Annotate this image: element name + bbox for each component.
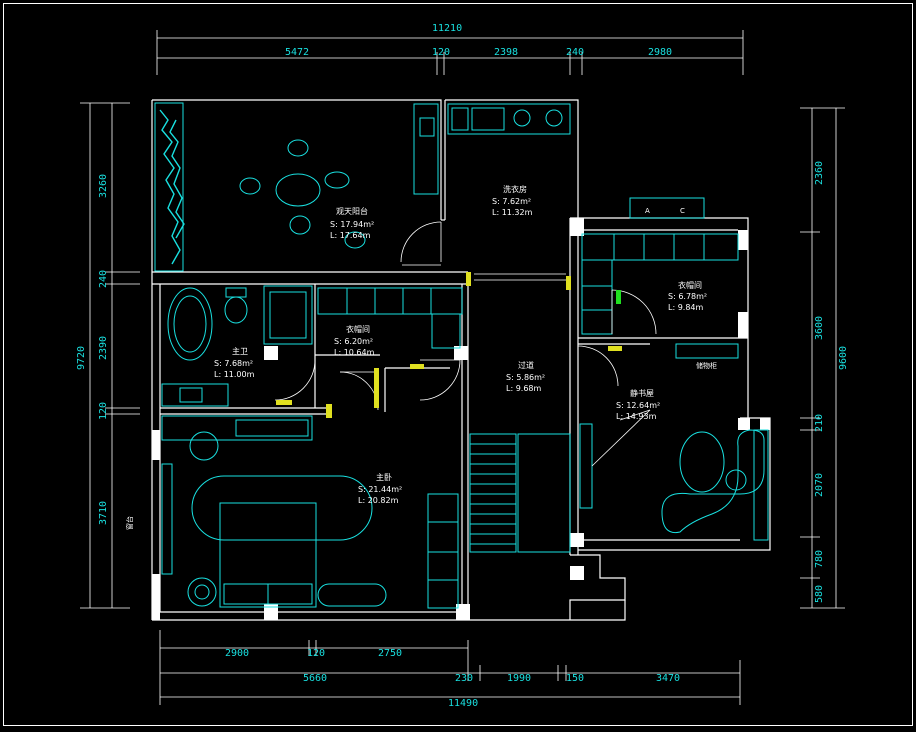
room-name-closet-right: 衣帽间 bbox=[678, 280, 702, 290]
dim-right-seg: 2070 bbox=[814, 473, 825, 497]
room-perim-balcony: L: 17.64m bbox=[330, 231, 371, 240]
dim-right-seg: 2360 bbox=[814, 161, 825, 185]
dim-top-seg: 5472 bbox=[285, 47, 309, 58]
furniture bbox=[154, 102, 769, 609]
dim-left-seg: 2390 bbox=[98, 336, 109, 360]
dim-top-seg: 2398 bbox=[494, 47, 518, 58]
dim-top-seg: 2980 bbox=[648, 47, 672, 58]
planter-foliage bbox=[159, 109, 185, 265]
storage-label: 储物柜 bbox=[696, 361, 717, 370]
room-area-hall: S: 5.86m² bbox=[506, 373, 545, 382]
dim-bottom-row1: 120 bbox=[307, 648, 325, 659]
dim-bottom-total: 11490 bbox=[448, 698, 478, 709]
dim-left-total: 9720 bbox=[76, 346, 87, 370]
room-perim-master: L: 20.82m bbox=[358, 496, 399, 505]
dim-right-seg: 780 bbox=[814, 550, 825, 568]
side-label: 窗台 bbox=[125, 516, 134, 530]
room-area-laundry: S: 7.62m² bbox=[492, 197, 531, 206]
right-dimension-chain bbox=[800, 107, 845, 609]
dim-top-seg: 240 bbox=[566, 47, 584, 58]
ac-label-a: A bbox=[645, 207, 650, 215]
dim-right-seg: 580 bbox=[814, 585, 825, 603]
dim-bottom-row2: 3470 bbox=[656, 673, 680, 684]
room-area-bath: S: 7.68m² bbox=[214, 359, 253, 368]
dim-left-seg: 240 bbox=[98, 270, 109, 288]
room-name-closet-master: 衣帽间 bbox=[346, 324, 370, 334]
dim-bottom-row2: 230 bbox=[455, 673, 473, 684]
room-area-master: S: 21.44m² bbox=[358, 485, 402, 494]
room-area-closet-right: S: 6.78m² bbox=[668, 292, 707, 301]
room-name-study: 静书屋 bbox=[630, 388, 654, 398]
dim-bottom-row1: 2750 bbox=[378, 648, 402, 659]
room-area-closet-master: S: 6.20m² bbox=[334, 337, 373, 346]
dim-top-seg: 120 bbox=[432, 47, 450, 58]
room-area-balcony: S: 17.94m² bbox=[330, 220, 374, 229]
left-dimension-chain bbox=[80, 102, 140, 609]
room-perim-bath: L: 11.00m bbox=[214, 370, 255, 379]
room-name-hall: 过道 bbox=[518, 360, 534, 370]
dim-right-seg: 3600 bbox=[814, 316, 825, 340]
room-name-laundry: 洗衣房 bbox=[503, 184, 527, 194]
column-blocks bbox=[152, 218, 770, 620]
room-perim-laundry: L: 11.32m bbox=[492, 208, 533, 217]
room-perim-closet-master: L: 10.64m bbox=[334, 348, 375, 357]
dim-bottom-row2: 150 bbox=[566, 673, 584, 684]
bottom-dimension-chain bbox=[159, 630, 741, 705]
dim-top-total: 11210 bbox=[432, 23, 462, 34]
dim-bottom-row2: 5660 bbox=[303, 673, 327, 684]
dim-right-seg: 210 bbox=[814, 414, 825, 432]
sheet-border bbox=[3, 3, 913, 726]
ac-label-c: C bbox=[680, 207, 685, 215]
room-perim-closet-right: L: 9.84m bbox=[668, 303, 704, 312]
room-area-study: S: 12.64m² bbox=[616, 401, 660, 410]
room-perim-study: L: 14.93m bbox=[616, 412, 657, 421]
top-dimension-chain bbox=[156, 30, 744, 75]
room-perim-hall: L: 9.68m bbox=[506, 384, 542, 393]
dim-left-seg: 3710 bbox=[98, 501, 109, 525]
dim-bottom-row1: 2900 bbox=[225, 648, 249, 659]
dim-bottom-row2: 1990 bbox=[507, 673, 531, 684]
room-name-master: 主卧 bbox=[376, 472, 392, 482]
room-name-bath: 主卫 bbox=[232, 346, 248, 356]
dim-left-seg: 3260 bbox=[98, 174, 109, 198]
dim-right-total: 9600 bbox=[838, 346, 849, 370]
room-name-balcony: 观天阳台 bbox=[336, 206, 368, 216]
dim-left-seg: 120 bbox=[98, 402, 109, 420]
door-markers bbox=[276, 272, 622, 418]
room-labels: 观天阳台 S: 17.94m² L: 17.64m 洗衣房 S: 7.62m² … bbox=[214, 184, 707, 505]
